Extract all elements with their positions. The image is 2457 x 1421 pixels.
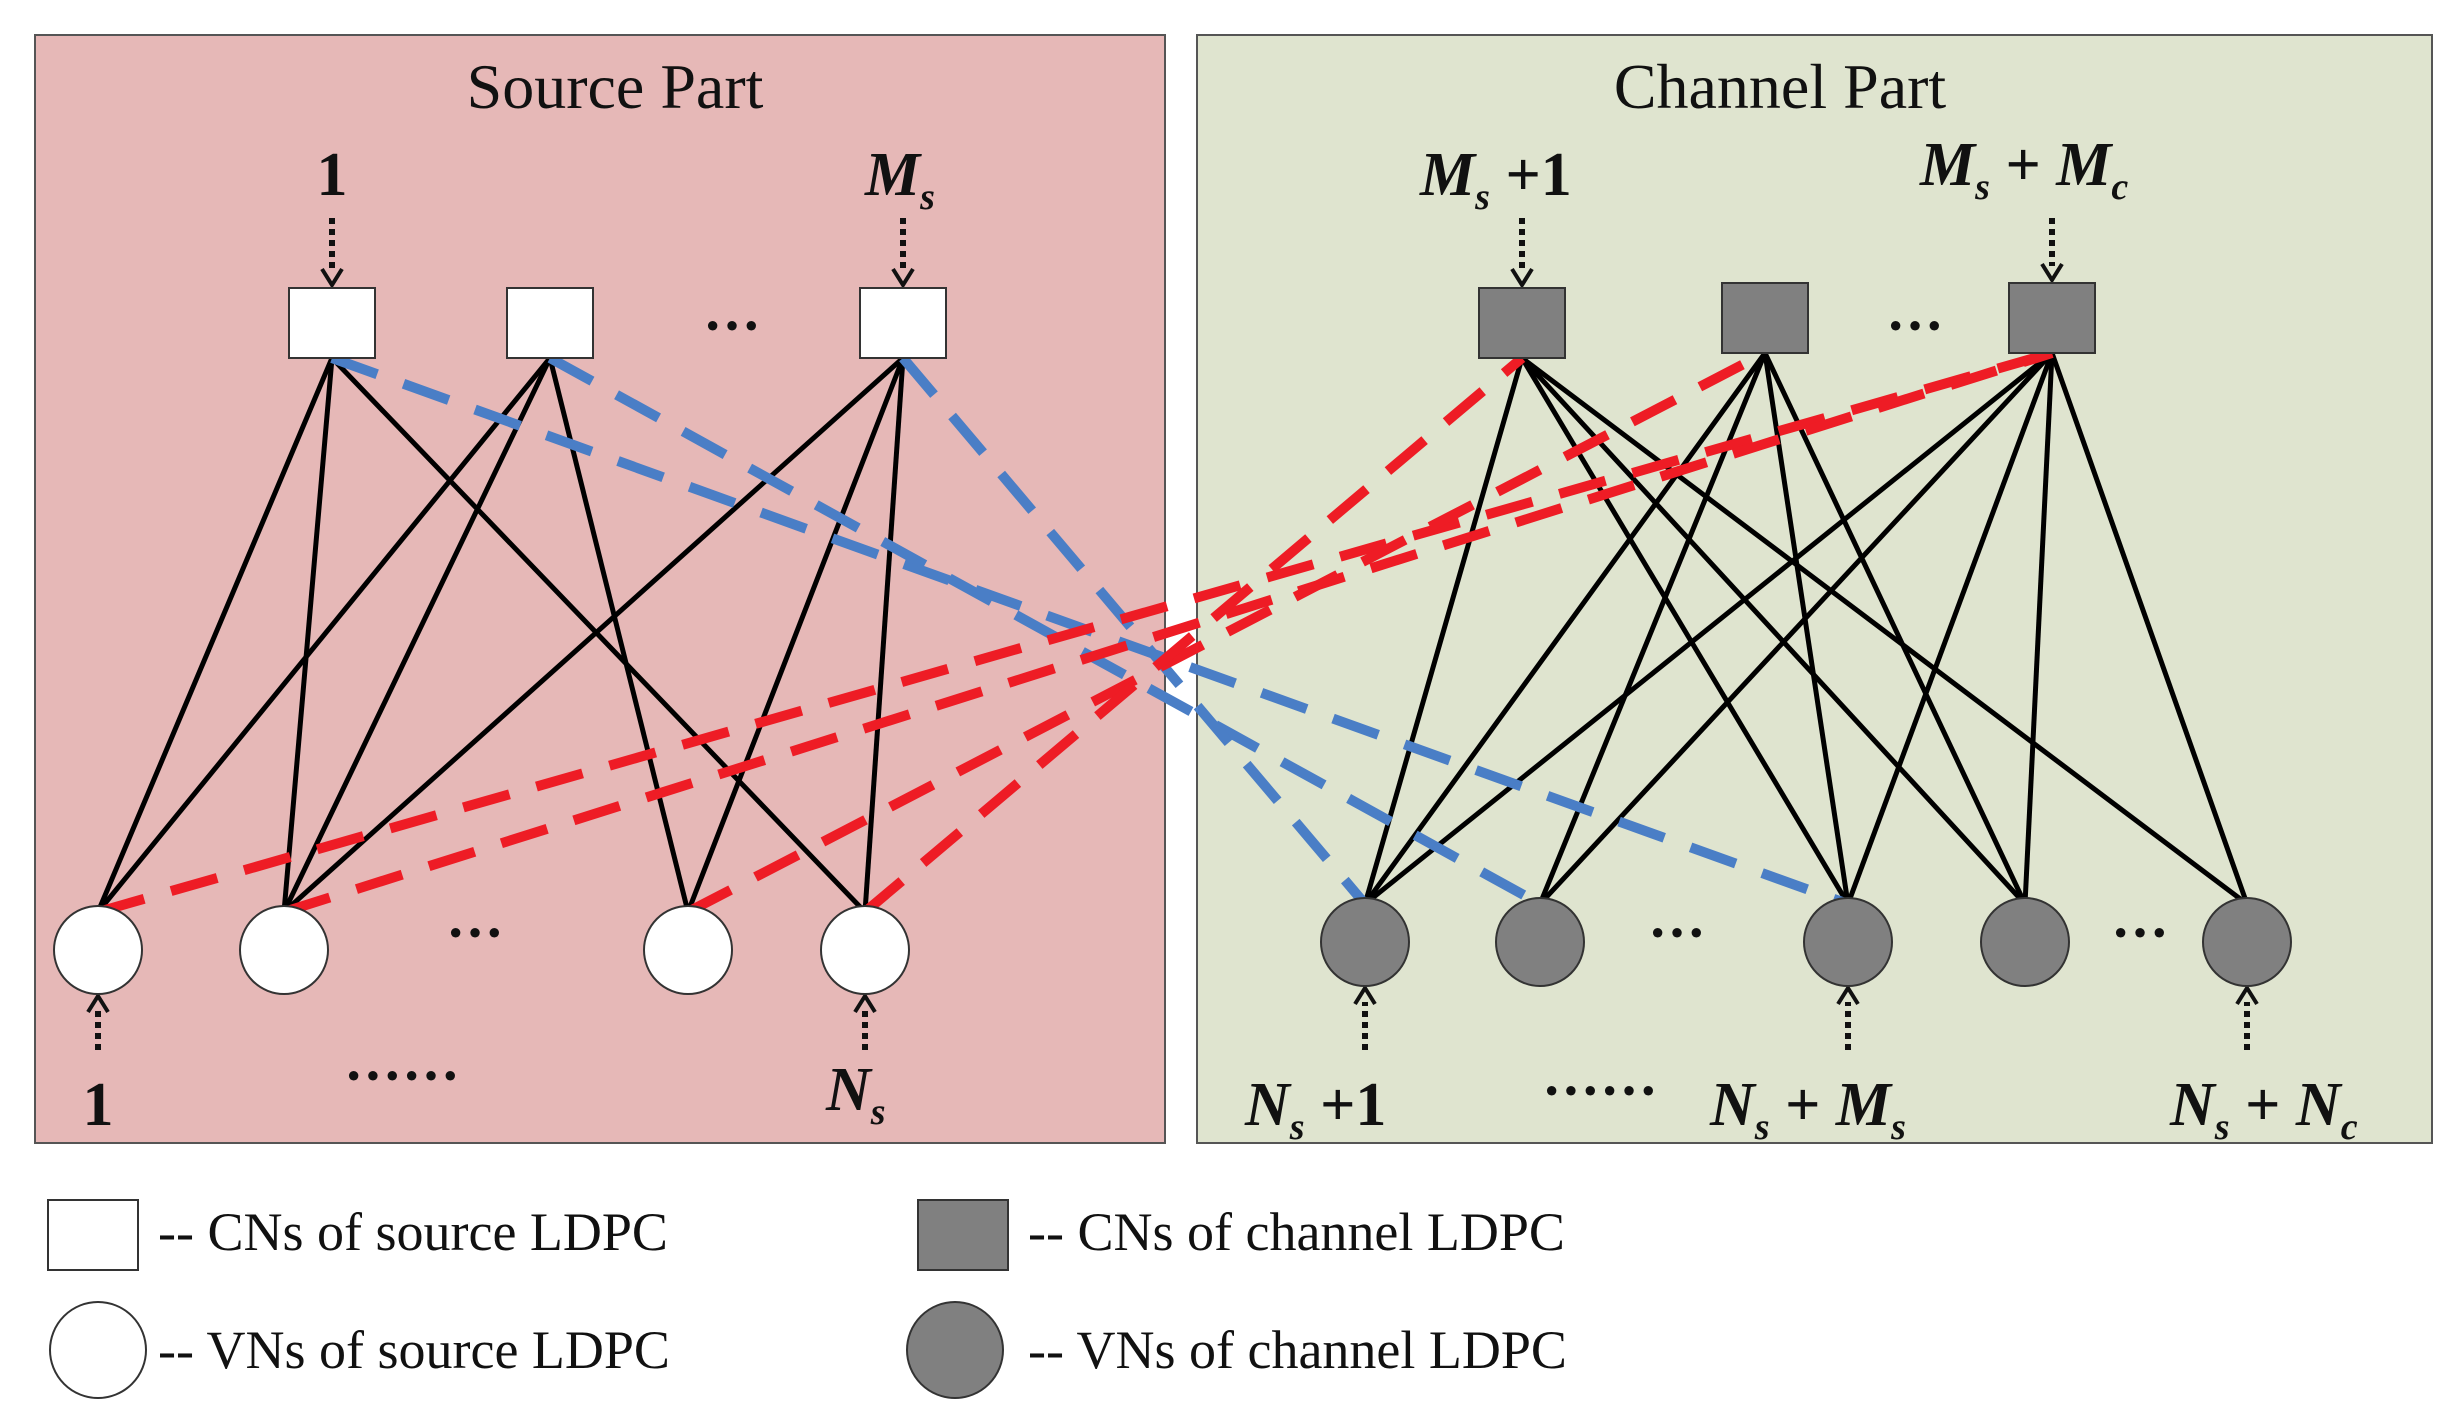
channel-vn-label-first: Ns +1 [1244, 1071, 1386, 1148]
node-C_VN5 [2202, 897, 2292, 987]
node-S_VN3 [643, 905, 733, 995]
source-vn-label-first: 1 [83, 1071, 114, 1139]
arrow-C_VN3 [1836, 984, 1860, 1050]
node-S_CN2 [506, 287, 594, 359]
edge-C_CN1-C_VN1 [1362, 357, 1525, 905]
channel-part-title: Channel Part [1614, 51, 1947, 122]
channel-cn-label-first: Ms +1 [1419, 141, 1572, 218]
edge-C_CN3-C_VN4 [2022, 352, 2055, 905]
node-C_VN3 [1803, 897, 1893, 987]
arrow-S_CN1 [320, 218, 344, 289]
node-S_VN4 [820, 905, 910, 995]
red-edge-S_VN2-C_CN3 [282, 348, 2054, 917]
edge-C_CN2-C_VN1 [1362, 351, 1768, 906]
legend-source-vn-text: -- VNs of source LDPC [158, 1320, 670, 1380]
edge-S_CN3-S_VN3 [685, 357, 906, 913]
legend-source-cn-square [47, 1199, 139, 1271]
edge-S_CN2-S_VN1 [96, 356, 552, 914]
node-C_CN3 [2008, 282, 2096, 354]
arrow-S_VN4 [853, 992, 877, 1050]
arrow-S_CN3 [891, 218, 915, 289]
blue-edge-S_CN2-C_VN2 [547, 353, 1543, 909]
edge-C_CN2-C_VN4 [1762, 351, 2028, 906]
legend-source-cn-text: -- CNs of source LDPC [158, 1202, 668, 1262]
arrow-S_VN1 [86, 992, 110, 1050]
edge-S_CN3-S_VN4 [862, 357, 906, 913]
nodes [53, 282, 2292, 995]
source-part-title: Source Part [467, 51, 764, 122]
node-S_CN1 [288, 287, 376, 359]
source-cn-label-last: Ms [864, 141, 935, 218]
legend-channel-cn-square [917, 1199, 1009, 1271]
arrow-C_VN1 [1353, 984, 1377, 1050]
channel-cn-label-last: Ms + Mc [1919, 131, 2128, 208]
edge-S_CN3-S_VN2 [282, 356, 905, 914]
legend-channel-vn-circle [906, 1301, 1004, 1399]
legend: -- CNs of source LDPC -- VNs of source L… [47, 1199, 1567, 1399]
edge-S_CN2-S_VN2 [281, 356, 553, 914]
node-C_CN1 [1478, 287, 1566, 359]
arrow-C_VN5 [2235, 984, 2259, 1050]
node-C_VN2 [1495, 897, 1585, 987]
edge-C_CN2-C_VN3 [1762, 352, 1851, 905]
edge-C_CN3-C_VN5 [2049, 352, 2250, 905]
node-C_VN4 [1980, 897, 2070, 987]
arrow-C_CN1 [1510, 218, 1534, 289]
legend-channel-vn-text: -- VNs of channel LDPC [1028, 1320, 1567, 1380]
channel-vn-ellipsis-1: ··· [1648, 900, 1706, 965]
node-C_VN1 [1320, 897, 1410, 987]
channel-vn-ellipsis-2: ··· [2111, 900, 2169, 965]
node-C_CN2 [1721, 282, 1809, 354]
edge-C_CN1-C_VN4 [1520, 356, 2027, 906]
channel-bottom-ellipsis: ······ [1542, 1058, 1658, 1123]
red-cross-edges [96, 348, 2054, 917]
edge-S_CN1-S_VN1 [95, 357, 335, 913]
channel-vn-label-last: Ns + Nc [2169, 1071, 2358, 1148]
blue-edge-S_CN3-C_VN1 [899, 354, 1369, 908]
input-arrows [86, 218, 2259, 1050]
edge-S_CN2-S_VN3 [547, 357, 691, 913]
arrow-C_CN3 [2040, 218, 2064, 284]
red-edge-S_VN3-C_CN2 [685, 348, 1768, 917]
legend-source-vn-circle [49, 1301, 147, 1399]
channel-cn-ellipsis: ··· [1886, 293, 1944, 358]
red-edge-S_VN4-C_CN1 [861, 354, 1526, 916]
source-part-panel [34, 34, 1166, 1144]
source-vn-ellipsis: ··· [446, 900, 504, 965]
node-S_CN3 [859, 287, 947, 359]
intra-edges [95, 351, 2250, 914]
source-cn-ellipsis: ··· [703, 293, 761, 358]
edge-C_CN3-C_VN2 [1538, 351, 2054, 906]
node-S_VN1 [53, 905, 143, 995]
node-S_VN2 [239, 905, 329, 995]
edge-C_CN1-C_VN5 [1520, 356, 2249, 906]
red-edge-S_VN1-C_CN3 [96, 348, 2054, 917]
edge-S_CN1-S_VN4 [330, 356, 867, 914]
edge-C_CN3-C_VN1 [1363, 351, 2054, 906]
source-vn-label-last: Ns [825, 1056, 886, 1133]
edge-C_CN3-C_VN3 [1845, 352, 2055, 905]
source-cn-label-first: 1 [317, 141, 348, 209]
edge-S_CN1-S_VN2 [281, 357, 335, 913]
source-bottom-ellipsis: ······ [344, 1043, 460, 1108]
channel-vn-label-middle: Ns + Ms [1709, 1071, 1906, 1148]
legend-channel-cn-text: -- CNs of channel LDPC [1028, 1202, 1565, 1262]
